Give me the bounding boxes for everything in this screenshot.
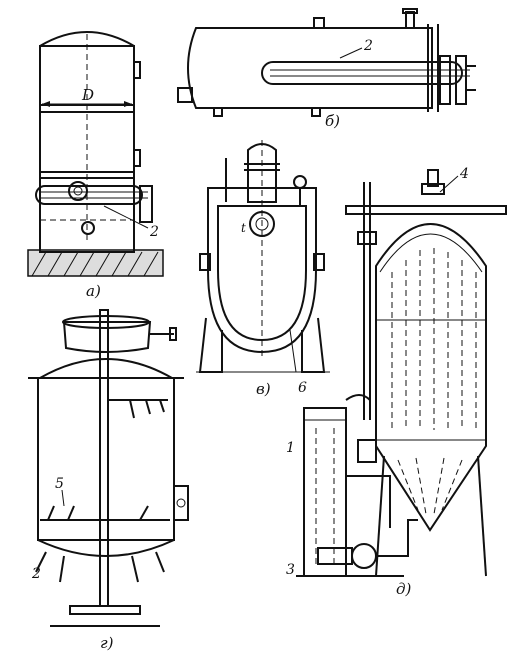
caption-a: а) [86,282,101,300]
label-v-6: 6 [298,380,307,396]
label-b-2: 2 [363,38,373,54]
label-a-2: 2 [149,224,159,240]
caption-v: в) [256,380,271,398]
panel-b-horizontal-tank: 2 б) [177,8,476,130]
panel-d-fermenter: 4 1 3 д) [286,166,507,598]
label-d-3: 3 [286,562,295,578]
panel-a-vertical-vessel: D 2 а) [27,31,164,300]
caption-g: г) [100,634,114,652]
label-d-1: 1 [286,440,295,456]
label-d: D [81,86,94,104]
panel-g-mixer-vessel: 5 2 г) [28,309,189,652]
label-g-2: 2 [31,566,41,582]
label-d-4: 4 [459,166,469,182]
panel-v-jacketed-kettle: t 6 в) [196,140,330,398]
caption-d: д) [396,580,412,598]
label-t: t [241,221,246,235]
caption-b: б) [325,112,340,130]
label-g-5: 5 [55,476,64,492]
